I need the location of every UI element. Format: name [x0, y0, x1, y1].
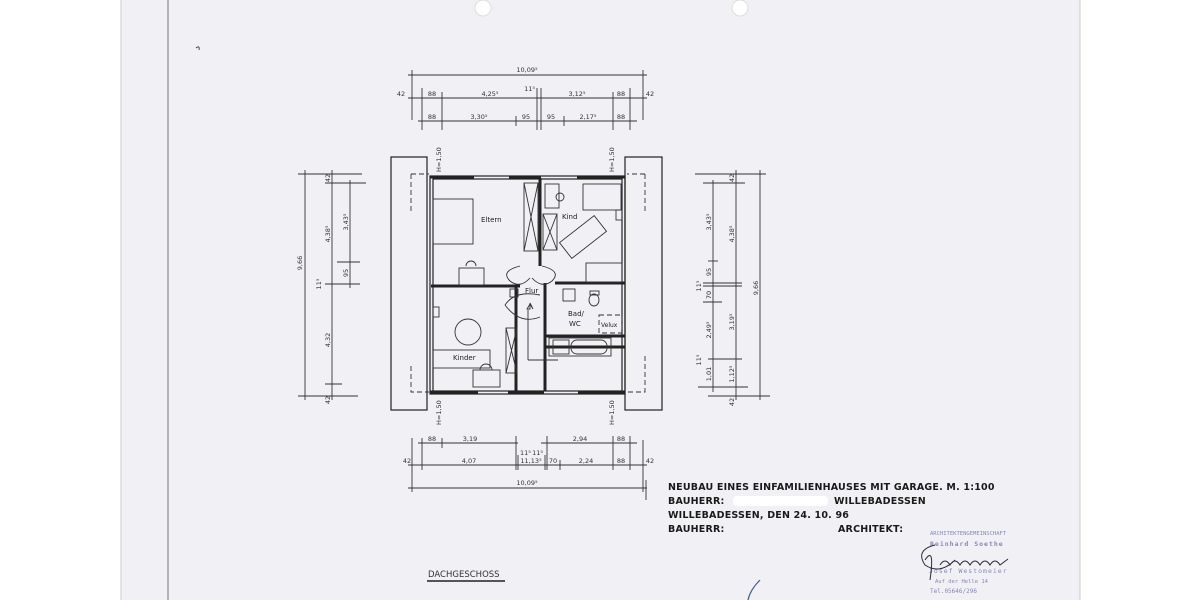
dimension-label: 88 [617, 457, 625, 465]
dimension-label: 3,19 [463, 435, 477, 443]
bauherr-label: BAUHERR: [668, 496, 725, 507]
dimension-label: 42 [403, 457, 411, 465]
dimension-label: 4,25⁵ [481, 90, 498, 98]
pen-stroke [747, 579, 761, 600]
dimension-label: 1,12⁵ [728, 365, 736, 382]
dimension-label: 88 [617, 435, 625, 443]
dimension-label: 9,66 [752, 281, 760, 295]
room-label-eltern: Eltern [481, 216, 502, 224]
right-dimensions: 3,43⁵ 95 11⁵ 70 2,49⁵ 11⁵ 1,01 42 4,38⁵ … [695, 170, 770, 406]
project-title: NEUBAU EINES EINFAMILIENHAUSES MIT GARAG… [668, 482, 995, 493]
dimension-label: 42 [646, 457, 654, 465]
dimension-label: 42 [728, 398, 736, 406]
drawing-title: DACHGESCHOSS [428, 570, 500, 580]
dimension-label: ARCHITEKTENGEMEINSCHAFT [930, 531, 1007, 537]
dimension-label: 3,12⁵ [568, 90, 585, 98]
dimension-label: 2,94 [573, 435, 587, 443]
title-underline [427, 580, 505, 582]
room-label-kind: Kind [562, 213, 577, 221]
height-mark: H=1,50 [435, 400, 443, 425]
dimension-label: 95 [342, 269, 350, 277]
height-mark: H=1,50 [608, 147, 616, 172]
bottom-dimensions: 88 3,19 2,94 88 42 4,07 11⁵ 11,13⁵ 11⁵ 7… [403, 435, 654, 492]
dimension-label: 4,38⁵ [324, 225, 332, 242]
dimension-label: 11⁵ [520, 449, 531, 457]
title-block: NEUBAU EINES EINFAMILIENHAUSES MIT GARAG… [645, 480, 995, 535]
dimension-label: 11,13⁵ [520, 457, 542, 465]
dimension-label: 4,07 [462, 457, 476, 465]
dimension-label: 9,66 [296, 256, 304, 270]
dimension-label: 3,43⁵ [342, 213, 350, 230]
dimension-label: 42 [646, 90, 654, 98]
dimension-label: 95 [547, 113, 555, 121]
dimension-label: 42 [324, 396, 332, 404]
punch-hole [731, 0, 749, 17]
dimension-label: 2,49⁵ [705, 321, 713, 338]
dimension-label: Josef Westomeier [929, 567, 1008, 575]
dimension-label: 2,24 [579, 457, 593, 465]
dimension-label: 2,17⁵ [579, 113, 596, 121]
dimension-label: 95 [705, 268, 713, 276]
dimension-label: 70 [705, 291, 713, 299]
pen-mark [195, 46, 200, 51]
dimension-label: 42 [728, 174, 736, 182]
floor-plan [429, 175, 626, 395]
dimension-label: Reinhard Soethe [930, 540, 1004, 548]
height-mark: H=1,50 [435, 147, 443, 172]
dimension-label: 88 [617, 113, 625, 121]
room-label-bad: Bad/ [568, 310, 585, 318]
dimension-label: 11⁵ [315, 278, 323, 289]
bauherr-place: WILLEBADESSEN [834, 496, 926, 507]
dimension-label: 11⁵ [524, 85, 535, 93]
dimension-label: 95 [522, 113, 530, 121]
dimension-label: 4,32 [324, 333, 332, 347]
architekt-label: ARCHITEKT: [838, 524, 903, 535]
dimension-label: 11⁵ [532, 449, 543, 457]
velux-window-label: Velux [601, 322, 618, 329]
dimension-label: 70 [549, 457, 557, 465]
roof-overhangs [390, 156, 663, 411]
dimension-label: 4,38⁵ [728, 225, 736, 242]
height-mark: H=1,50 [608, 400, 616, 425]
dimension-label: Auf der Helle 14 [935, 579, 989, 585]
dim-top-overall: 10,09⁵ [516, 66, 538, 74]
dimension-label: 88 [617, 90, 625, 98]
bauherr-signature-label: BAUHERR: [668, 524, 725, 535]
dimension-label: 3,30⁵ [470, 113, 487, 121]
dimension-label: 42 [324, 174, 332, 182]
paper-sheet [121, 0, 1080, 600]
dimension-label: 88 [428, 90, 436, 98]
dimension-label: 88 [428, 113, 436, 121]
dimension-label: 42 [397, 90, 405, 98]
dimension-label: 11⁵ [695, 354, 703, 365]
dimension-label: 3,43⁵ [705, 213, 713, 230]
date-line: WILLEBADESSEN, DEN 24. 10. 96 [668, 510, 849, 521]
architect-stamp: ARCHITEKTENGEMEINSCHAFT Reinhard Soethe … [747, 531, 1009, 600]
top-dimensions: 10,09⁵ 42 88 4,25⁵ 11⁵ 3,12⁵ 88 42 88 3,… [397, 66, 654, 130]
dimension-label: 10,09⁵ [516, 479, 538, 487]
room-label-wc: WC [569, 320, 581, 328]
dimension-label: 3,19⁵ [728, 313, 736, 330]
dimension-label: 11⁵ [695, 280, 703, 291]
dimension-label: 88 [428, 435, 436, 443]
room-label-kinder: Kinder [453, 354, 476, 362]
punch-hole [474, 0, 492, 17]
redacted-name [733, 496, 828, 506]
dimension-label: Tel.05646/296 [930, 588, 977, 595]
dimension-label: 1,01 [705, 367, 713, 381]
room-label-flur: Flur [525, 287, 538, 295]
left-dimensions: 9,66 42 4,38⁵ 11⁵ 4,32 42 3,43⁵ 95 [296, 170, 366, 404]
signature [921, 544, 1009, 581]
